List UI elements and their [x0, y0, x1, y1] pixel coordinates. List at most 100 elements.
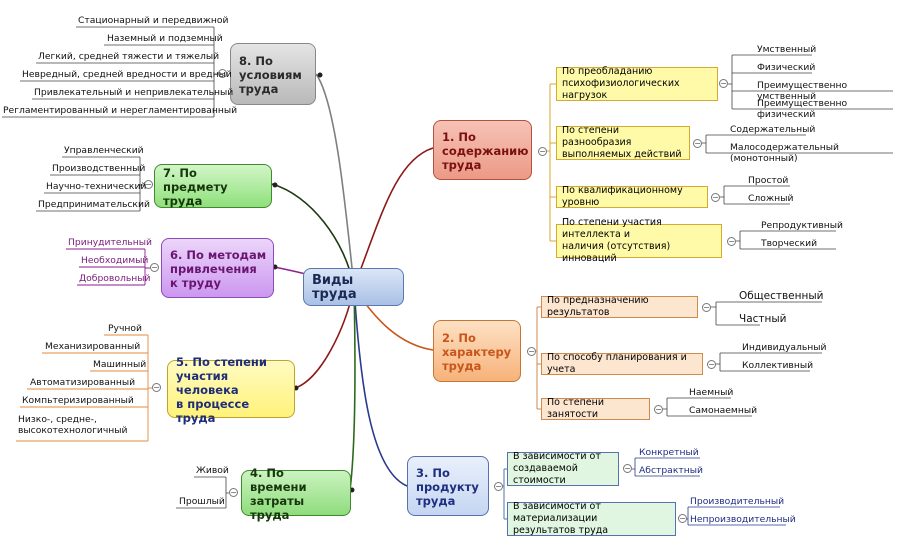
branch-7-leaf-lines — [36, 156, 144, 212]
branch-2-collapse-icon[interactable] — [527, 347, 536, 356]
branch-6-node[interactable]: 6. По методам привлечения к труду — [161, 238, 274, 298]
branch-1-group-2[interactable]: По степени разнообразия выполняемых дейс… — [556, 125, 690, 160]
branch-1-group-3-collapse-icon[interactable] — [711, 193, 720, 202]
branch-4-leaf-lines — [176, 476, 229, 509]
branch-5-collapse-icon[interactable] — [152, 383, 161, 392]
branch-8-dot — [317, 72, 323, 78]
leaf-1-2-1: Содержательный — [730, 124, 816, 135]
leaf-1-1-3: Преимущественно умственный — [757, 80, 848, 102]
branch-3-node[interactable]: 3. По продукту труда — [407, 456, 489, 516]
leaf-2-1-1: Общественный — [739, 290, 824, 302]
branch-4-title: 4. По времени затраты труда — [250, 465, 307, 522]
branch-3-group-1-collapse-icon[interactable] — [623, 464, 632, 473]
leaf-5-3: Машинный — [93, 359, 147, 370]
leaf-8-4: Невредный, средней вредности и вредный — [22, 69, 232, 80]
branch-1-group-2-collapse-icon[interactable] — [693, 139, 702, 148]
leaf-8-3: Легкий, средней тяжести и тяжелый — [38, 51, 220, 62]
leaf-6-3: Добровольный — [79, 273, 151, 284]
branch-1-group-1[interactable]: По преобладанию психофизиологических наг… — [556, 66, 718, 101]
center-node[interactable]: Виды труда — [303, 268, 404, 306]
leaf-7-3: Научно-технический — [46, 181, 147, 192]
leaf-2-3-2: Самонаемный — [689, 405, 758, 416]
leaf-8-2: Наземный и подземный — [107, 33, 223, 44]
leaf-5-5: Компьтеризированный — [22, 395, 134, 406]
branch-8-leaf-lines — [2, 26, 218, 118]
branch-3-bracket — [503, 468, 507, 520]
leaf-2-2-2: Коллективный — [742, 360, 814, 371]
connector-branch-8 — [315, 73, 355, 288]
branch-3-group-2[interactable]: В зависимости от материализации результа… — [507, 501, 676, 536]
branch-2-node[interactable]: 2. По характеру труда — [433, 320, 521, 382]
branch-1-group-2-label: По степени разнообразия выполняемых дейс… — [562, 125, 682, 160]
branch-6-collapse-icon[interactable] — [150, 263, 159, 272]
branch-7-dot — [272, 182, 278, 188]
connector-branch-4 — [349, 286, 356, 491]
leaf-7-1: Управленческий — [64, 145, 144, 156]
branch-2-group-2-label: По способу планирования и учета — [547, 352, 687, 375]
leaf-7-2: Производственный — [52, 163, 146, 174]
leaf-5-6: Низко-, средне-, высокотехнологичный — [18, 414, 128, 436]
branch-1-group-3-label: По квалификационному уровню — [562, 185, 683, 208]
branch-2-group-1-label: По предназначению результатов — [547, 295, 649, 318]
branch-2-group-2-leaf-lines — [716, 352, 822, 372]
leaf-3-1-2: Абстрактный — [639, 465, 703, 476]
branch-2-title: 2. По характеру труда — [442, 330, 512, 373]
leaf-1-3-2: Сложный — [748, 193, 794, 204]
branch-7-title: 7. По предмету труда — [163, 165, 228, 208]
branch-8-node[interactable]: 8. По условиям труда — [230, 43, 316, 105]
branch-1-group-4-leaf-lines — [736, 230, 836, 250]
branch-2-group-2-collapse-icon[interactable] — [707, 360, 716, 369]
branch-2-group-3-label: По степени занятости — [547, 397, 605, 420]
connector-branch-1 — [353, 147, 434, 288]
branch-6-leaf-lines — [66, 248, 150, 286]
branch-2-group-1-leaf-lines — [711, 301, 822, 326]
connector-branch-3 — [353, 286, 408, 487]
leaf-1-1-4: Преимущественно физический — [757, 98, 848, 120]
branch-3-group-2-label: В зависимости от материализации результа… — [513, 501, 609, 536]
leaf-1-4-2: Творческий — [761, 238, 818, 249]
branch-1-group-4[interactable]: По степени участия интеллекта и наличия … — [556, 217, 722, 264]
branch-1-group-3[interactable]: По квалификационному уровню — [556, 185, 708, 208]
branch-8-collapse-icon[interactable] — [218, 69, 227, 78]
branch-4-node[interactable]: 4. По времени затраты труда — [241, 466, 351, 522]
leaf-5-2: Механизированный — [45, 341, 141, 352]
leaf-4-1: Живой — [196, 465, 229, 476]
branch-1-group-2-leaf-lines — [702, 134, 893, 154]
branch-2-group-3-collapse-icon[interactable] — [654, 405, 663, 414]
branch-2-group-1-collapse-icon[interactable] — [702, 303, 711, 312]
leaf-8-6: Регламентированный и нерегламентированны… — [3, 105, 238, 116]
branch-2-group-1[interactable]: По предназначению результатов — [541, 295, 698, 318]
branch-5-node[interactable]: 5. По степени участия человека в процесс… — [167, 355, 295, 425]
leaf-6-2: Необходимый — [81, 255, 149, 266]
branch-3-group-2-collapse-icon[interactable] — [678, 514, 687, 523]
leaf-4-2: Прошлый — [179, 496, 225, 507]
branch-1-group-1-leaf-lines — [728, 54, 893, 110]
leaf-1-1-2: Физический — [757, 62, 816, 73]
branch-3-group-1[interactable]: В зависимости от создаваемой стоимости — [507, 451, 619, 486]
leaf-6-1: Принудительный — [68, 237, 153, 248]
branch-7-node[interactable]: 7. По предмету труда — [154, 164, 272, 208]
branch-7-collapse-icon[interactable] — [144, 180, 153, 189]
branch-2-group-2[interactable]: По способу планирования и учета — [541, 352, 703, 375]
branch-1-collapse-icon[interactable] — [538, 147, 547, 156]
branch-3-title: 3. По продукту труда — [416, 465, 479, 508]
leaf-2-2-1: Индивидуальный — [742, 342, 827, 353]
branch-3-group-1-label: В зависимости от создаваемой стоимости — [513, 451, 601, 486]
branch-5-title: 5. По степени участия человека в процесс… — [176, 354, 267, 425]
branch-3-group-2-leaf-lines — [687, 506, 786, 526]
branch-4-collapse-icon[interactable] — [229, 488, 238, 497]
branch-1-node[interactable]: 1. По содержанию труда — [433, 120, 532, 180]
leaf-7-4: Предпринимательский — [38, 199, 150, 210]
branch-3-collapse-icon[interactable] — [494, 482, 503, 491]
branch-1-group-3-leaf-lines — [720, 185, 790, 205]
branch-1-title: 1. По содержанию труда — [442, 129, 529, 172]
leaf-8-5: Привлекательный и непривлекательный — [34, 87, 234, 98]
leaf-3-2-1: Производительный — [690, 496, 785, 507]
leaf-3-1-1: Конкретный — [639, 447, 699, 458]
branch-1-group-1-collapse-icon[interactable] — [719, 79, 728, 88]
branch-2-group-3[interactable]: По степени занятости — [541, 397, 650, 420]
branch-1-group-4-collapse-icon[interactable] — [727, 237, 736, 246]
leaf-2-1-2: Частный — [739, 313, 787, 325]
branch-1-group-1-label: По преобладанию психофизиологических наг… — [562, 66, 680, 101]
